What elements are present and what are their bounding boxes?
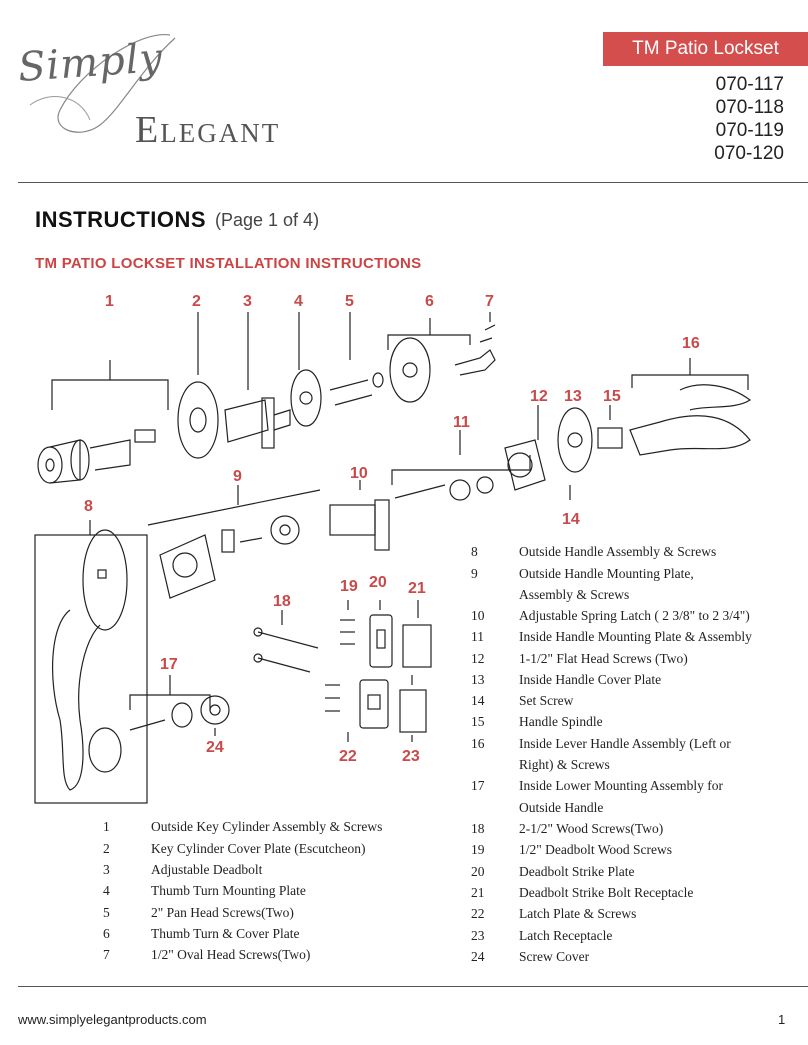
- callout-9: 9: [233, 468, 242, 485]
- part-number: 6: [103, 926, 110, 941]
- part-number: 13: [471, 672, 485, 687]
- part-number: 15: [471, 714, 485, 729]
- part-description: Thumb Turn Mounting Plate: [151, 883, 306, 898]
- part-description: 1/2" Oval Head Screws(Two): [151, 947, 311, 962]
- part-description: Inside Handle Cover Plate: [519, 672, 662, 687]
- part-number: 16: [471, 736, 485, 751]
- footer-divider: [18, 986, 808, 987]
- part-description: Outside Handle Mounting Plate,: [519, 566, 694, 581]
- part-description: Outside Handle: [519, 800, 604, 815]
- part-description: Latch Plate & Screws: [519, 906, 637, 921]
- part-description: Deadbolt Strike Plate: [519, 864, 635, 879]
- part-description: Set Screw: [519, 693, 574, 708]
- installation-subheading: TM PATIO LOCKSET INSTALLATION INSTRUCTIO…: [35, 255, 422, 272]
- part-number: 23: [471, 928, 485, 943]
- part-number: 14: [471, 693, 485, 708]
- callout-5: 5: [345, 293, 354, 310]
- callout-1: 1: [105, 293, 114, 310]
- website-link[interactable]: www.simplyelegantproducts.com: [18, 1012, 207, 1027]
- callout-22: 22: [339, 748, 357, 765]
- model-number: 070-119: [715, 120, 784, 141]
- part-number: 2: [103, 841, 110, 856]
- callout-15: 15: [603, 388, 621, 405]
- part-number: 3: [103, 862, 110, 877]
- callout-23: 23: [402, 748, 420, 765]
- part-number: 1: [103, 819, 110, 834]
- part-number: 8: [471, 544, 478, 559]
- logo-swash-graphic: [29, 34, 176, 133]
- part-description: Deadbolt Strike Bolt Receptacle: [519, 885, 694, 900]
- part-description: Thumb Turn & Cover Plate: [151, 926, 300, 941]
- part-number: 20: [471, 864, 485, 879]
- product-title-badge: TM Patio Lockset: [603, 32, 808, 66]
- part-description: Right) & Screws: [519, 757, 610, 772]
- part-number: 11: [471, 629, 484, 644]
- model-number: 070-120: [714, 143, 784, 164]
- part-description: Key Cylinder Cover Plate (Escutcheon): [151, 841, 366, 856]
- callout-18: 18: [273, 593, 291, 610]
- part-description: Outside Key Cylinder Assembly & Screws: [151, 819, 383, 834]
- logo-main-text: Elegant: [135, 109, 281, 151]
- callout-24: 24: [206, 739, 224, 756]
- part-number: 18: [471, 821, 485, 836]
- part-number: 24: [471, 949, 485, 964]
- exploded-parts-diagram: [34, 312, 752, 804]
- part-number: 7: [103, 947, 110, 962]
- part-number: 19: [471, 842, 485, 857]
- part-description: Handle Spindle: [519, 714, 603, 729]
- callout-13: 13: [564, 388, 582, 405]
- page-number: 1: [778, 1012, 786, 1027]
- part-number: 17: [471, 778, 485, 793]
- callout-2: 2: [192, 293, 201, 310]
- part-number: 5: [103, 905, 110, 920]
- callout-20: 20: [369, 574, 387, 591]
- part-number: 22: [471, 906, 485, 921]
- callout-6: 6: [425, 293, 434, 310]
- instructions-title: INSTRUCTIONS: [35, 207, 206, 232]
- callout-7: 7: [485, 293, 494, 310]
- part-number: 12: [471, 651, 485, 666]
- callout-10: 10: [350, 465, 368, 482]
- instructions-page: (Page 1 of 4): [215, 210, 320, 230]
- part-description: Screw Cover: [519, 949, 590, 964]
- callout-3: 3: [243, 293, 252, 310]
- part-description: 1/2" Deadbolt Wood Screws: [519, 842, 673, 857]
- part-description: Assembly & Screws: [519, 587, 630, 602]
- part-number: 21: [471, 885, 485, 900]
- callout-12: 12: [530, 388, 548, 405]
- model-number: 070-117: [715, 74, 784, 95]
- callout-19: 19: [340, 578, 358, 595]
- callout-8: 8: [84, 498, 93, 515]
- part-description: Latch Receptacle: [519, 928, 613, 943]
- part-number: 9: [471, 566, 478, 581]
- part-description: Adjustable Deadbolt: [151, 862, 263, 877]
- part-description: Adjustable Spring Latch ( 2 3/8" to 2 3/…: [519, 608, 750, 623]
- part-description: Inside Handle Mounting Plate & Assembly: [519, 629, 752, 644]
- part-description: 2-1/2" Wood Screws(Two): [519, 821, 664, 836]
- part-number: 4: [103, 883, 110, 898]
- callout-16: 16: [682, 335, 700, 352]
- callout-11: 11: [453, 414, 470, 431]
- callout-17: 17: [160, 656, 178, 673]
- part-description: Outside Handle Assembly & Screws: [519, 544, 717, 559]
- part-number: 10: [471, 608, 485, 623]
- callout-14: 14: [562, 511, 580, 528]
- part-description: 1-1/2" Flat Head Screws (Two): [519, 651, 688, 666]
- header-divider: [18, 182, 808, 183]
- part-description: Inside Lever Handle Assembly (Left or: [519, 736, 731, 751]
- callout-4: 4: [294, 293, 303, 310]
- callout-21: 21: [408, 580, 426, 597]
- part-description: Inside Lower Mounting Assembly for: [519, 778, 723, 793]
- model-number: 070-118: [715, 97, 784, 118]
- part-description: 2" Pan Head Screws(Two): [151, 905, 294, 920]
